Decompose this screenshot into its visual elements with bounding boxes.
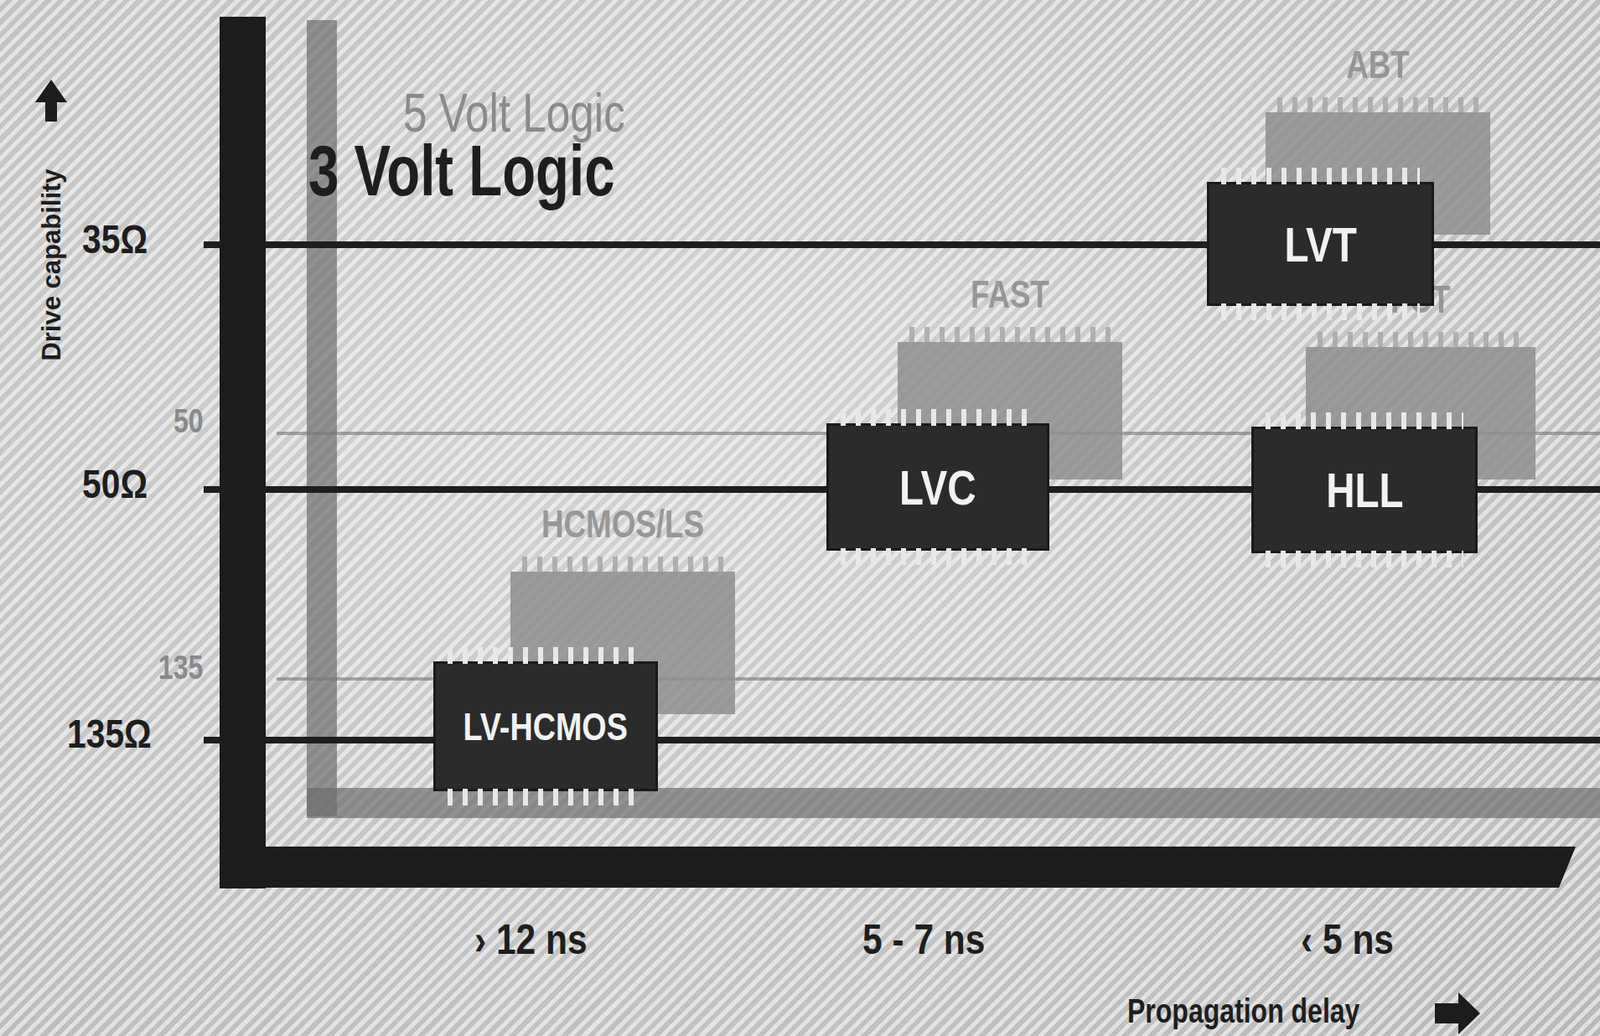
- tick-label: 135Ω: [67, 714, 152, 755]
- gridline: [203, 736, 1600, 744]
- logic-chip: LV-HCMOS: [433, 661, 658, 792]
- chip-label: LVC: [899, 459, 977, 516]
- logic-chip: HLL: [1251, 426, 1478, 554]
- chip-label: HCMOS/LS: [541, 501, 705, 547]
- chip-label: HLL: [1325, 461, 1404, 518]
- chip-label: LV-HCMOS: [463, 704, 628, 750]
- faded-tick-label: 50: [173, 403, 204, 438]
- x-axis: [219, 846, 1576, 888]
- chip-label: ABT: [1346, 41, 1410, 88]
- chart-title: 3 Volt Logic: [308, 134, 616, 207]
- tick-label: 50Ω: [82, 464, 148, 505]
- faded-title: 5 Volt Logic: [403, 86, 626, 140]
- faded-tick-label: 135: [158, 650, 203, 684]
- y-axis: [219, 16, 266, 889]
- axis-tick-label: 5 - 7 ns: [862, 918, 985, 961]
- logic-chip: LVT: [1206, 181, 1435, 306]
- axis-tick-label: ‹ 5 ns: [1300, 918, 1394, 961]
- logic-chip: LVC: [826, 423, 1050, 551]
- axis-arrow: [35, 79, 68, 122]
- tick-label: 35Ω: [82, 219, 148, 260]
- axis-tick-label: › 12 ns: [474, 918, 588, 961]
- axis-arrow: [1434, 992, 1481, 1035]
- axis-title: Propagation delay: [1127, 994, 1360, 1028]
- axis-title: Drive capability: [38, 168, 65, 361]
- chip-label: FAST: [970, 271, 1050, 317]
- chip-label: LVT: [1284, 216, 1357, 273]
